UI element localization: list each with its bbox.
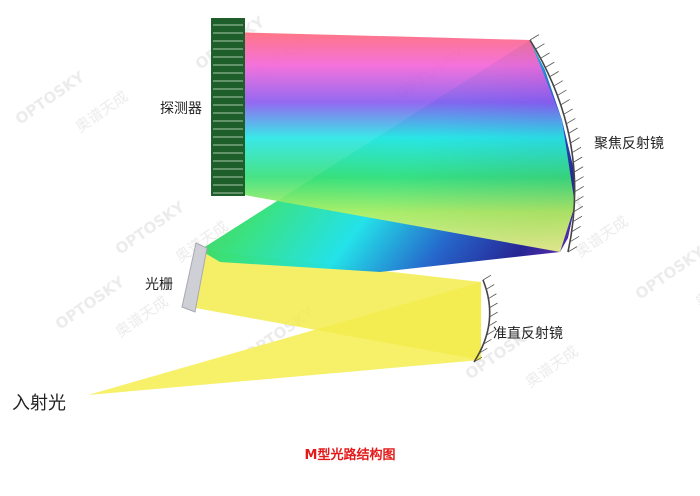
mirror-hatch-line xyxy=(557,89,567,96)
watermark-cn: 奥谱天成 xyxy=(112,292,171,341)
mirror-hatch-line xyxy=(553,80,563,87)
watermark-cn: 奥谱天成 xyxy=(572,212,631,261)
mirror-hatch-line xyxy=(567,246,578,253)
watermark-cn: 奥谱天成 xyxy=(692,262,700,311)
mirror-hatch-line xyxy=(545,61,555,68)
mirror-hatch-line xyxy=(573,156,583,163)
detector-pixel-array xyxy=(213,24,243,194)
collimating-mirror-hatching xyxy=(473,274,498,363)
mirror-hatch-line xyxy=(571,225,581,233)
label-grating: 光栅 xyxy=(145,277,173,293)
mirror-hatch-line xyxy=(574,195,584,203)
mirror-hatch-line xyxy=(560,99,570,106)
mirror-hatch-line xyxy=(574,176,584,183)
label-focusing-mirror: 聚焦反射镜 xyxy=(594,136,664,152)
label-incident-light: 入射光 xyxy=(12,393,66,414)
mirror-hatch-line xyxy=(486,329,495,336)
mirror-hatch-line xyxy=(489,311,498,318)
mirror-hatch-line xyxy=(486,284,495,290)
mirror-hatch-line xyxy=(549,71,559,78)
watermark-cn: 奥谱天成 xyxy=(72,87,131,136)
focusing-mirror-hatching xyxy=(529,34,584,253)
mirror-hatch-line xyxy=(473,356,483,363)
mirror-hatch-line xyxy=(563,108,573,115)
mirror-hatch-line xyxy=(573,205,584,213)
mirror-hatch-line xyxy=(572,215,583,223)
collimating-mirror xyxy=(473,274,498,363)
label-collimating-mirror: 准直反射镜 xyxy=(493,326,563,342)
collimated-beam xyxy=(190,250,481,360)
detector xyxy=(211,18,245,196)
label-detector: 探测器 xyxy=(160,101,202,117)
focused-beam xyxy=(228,32,575,252)
mirror-hatch-line xyxy=(488,293,497,299)
watermark-brand: OPTOSKY xyxy=(632,242,700,303)
watermark-cn: 奥谱天成 xyxy=(522,342,581,391)
grating xyxy=(181,242,208,313)
mirror-hatch-line xyxy=(489,302,498,309)
focusing-mirror xyxy=(529,34,584,253)
mirror-hatch-line xyxy=(540,52,550,59)
mirror-hatch-line xyxy=(479,347,488,354)
mirror-hatch-line xyxy=(574,186,584,193)
mirror-hatch-line xyxy=(569,236,580,243)
mirror-hatch-line xyxy=(571,146,582,154)
mirror-hatch-line xyxy=(529,34,540,41)
mirror-hatch-line xyxy=(568,127,578,134)
diagram-caption: M型光路结构图 xyxy=(304,448,396,463)
mirror-hatch-line xyxy=(573,166,584,173)
mirror-hatch-line xyxy=(535,43,545,50)
mirror-hatch-line xyxy=(566,118,576,125)
mirror-hatch-line xyxy=(482,274,492,281)
mirror-hatch-line xyxy=(570,137,580,144)
mirror-hatch-line xyxy=(488,320,497,327)
mirror-hatch-line xyxy=(483,338,492,345)
